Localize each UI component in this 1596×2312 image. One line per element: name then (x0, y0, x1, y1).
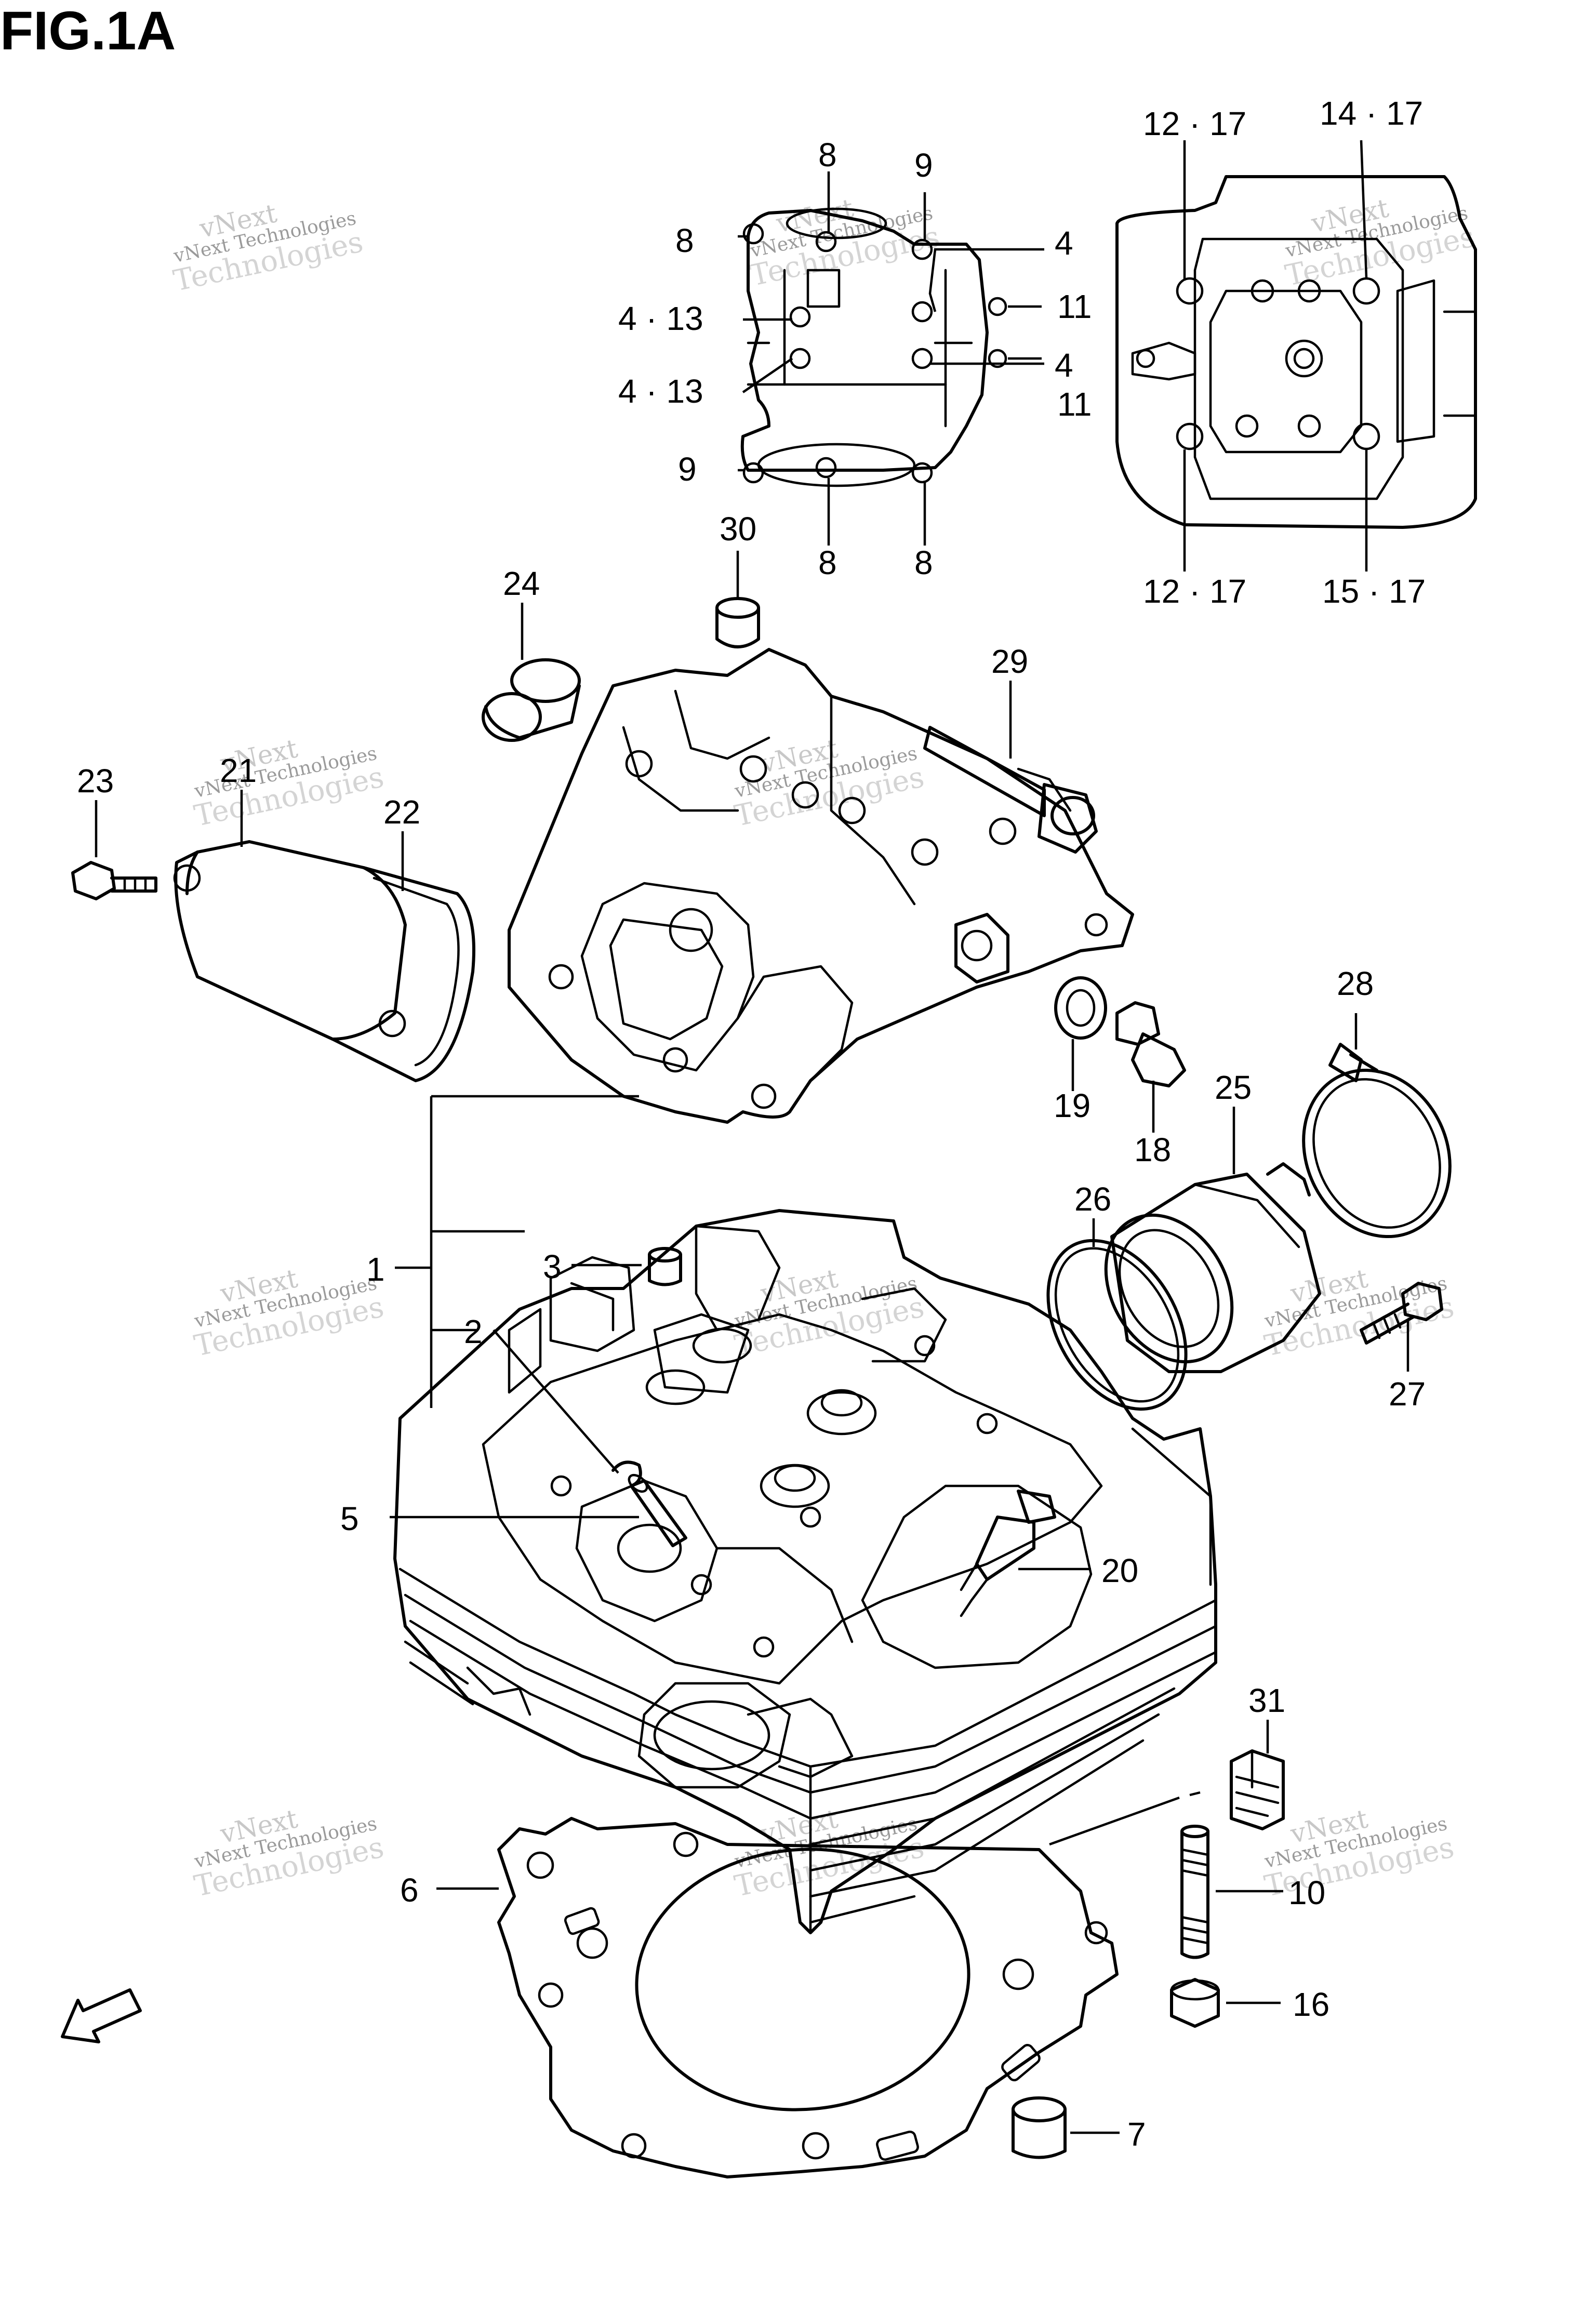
watermark: vNext vNext Technologies Technologies (732, 1263, 927, 1363)
callout-label: 12 · 17 (1143, 573, 1246, 610)
callout-label: 9 (914, 147, 933, 184)
callout-label: 30 (720, 510, 756, 548)
watermark: vNext vNext Technologies Technologies (191, 1803, 387, 1903)
watermark: vNext vNext Technologies Technologies (191, 733, 387, 833)
callout-label: 27 (1389, 1375, 1426, 1413)
part-7-dowel: 7 (1012, 2096, 1146, 2159)
callout-label: 7 (1127, 2116, 1146, 2153)
part-27-bolt: 27 (1360, 1282, 1443, 1413)
callout-label: 25 (1215, 1069, 1252, 1106)
dimension-line (1049, 1791, 1201, 1846)
fwd-arrow-icon: FWD (61, 1988, 142, 2043)
callout-label: 6 (400, 1871, 419, 1909)
callout-label: 11 (1057, 386, 1092, 423)
callout-label: 11 (1057, 288, 1092, 325)
callout-label: 14 · 17 (1320, 95, 1423, 132)
callout-label: 22 (383, 793, 420, 831)
callout-label: 2 (464, 1313, 483, 1350)
callout-label: 10 (1288, 1874, 1325, 1911)
callout-label: 4 (1055, 347, 1073, 384)
figure-title: FIG.1A (0, 1, 176, 61)
part-10-stud: 10 (1180, 1825, 1325, 1959)
callout-label: 26 (1074, 1180, 1111, 1218)
part-20-spark-plug: 20 (960, 1490, 1138, 1617)
callout-label: 3 (543, 1248, 562, 1285)
watermark: vNext vNext Technologies Technologies (1282, 193, 1478, 293)
callout-label: 1 (366, 1251, 385, 1288)
watermark: vNext vNext Technologies Technologies (747, 193, 942, 293)
callout-label: 24 (503, 565, 540, 602)
inset-head-underside-view: 12 · 17 14 · 17 12 · 17 15 · 17 (1115, 95, 1477, 610)
callout-label: 9 (678, 450, 697, 488)
part-21-22-23-cover: 23 21 22 (71, 752, 475, 1082)
callout-label: 4 (1055, 224, 1073, 262)
part-1-cylinder-head: 1 (366, 1095, 1217, 1934)
part-28-clamp: 28 (1302, 965, 1452, 1239)
callout-label: 23 (77, 762, 114, 800)
callout-label: 12 · 17 (1143, 105, 1246, 142)
part-19-washer: 19 (1054, 976, 1107, 1124)
camshaft-housing (508, 648, 1134, 1124)
watermark: vNext vNext Technologies Technologies (732, 733, 927, 833)
part-29-bolt: 29 (923, 643, 1098, 854)
part-18-plug: 18 (1115, 1001, 1186, 1168)
part-16-nut: 16 (1170, 1978, 1329, 2028)
part-31-damper: 31 (1230, 1682, 1285, 1830)
callout-label: 4 · 13 (618, 300, 703, 337)
watermark: vNext vNext Technologies Technologies (191, 1263, 387, 1363)
callout-label: 29 (991, 643, 1028, 680)
part-25-intake-pipe: 25 (1104, 1069, 1321, 1373)
part-3-dowel: 3 (543, 1247, 682, 1286)
callout-label: 18 (1134, 1131, 1171, 1168)
callout-label: 21 (220, 752, 257, 789)
part-2-clip: 2 (464, 1313, 642, 1487)
watermark: vNext vNext Technologies Technologies (170, 198, 366, 298)
callout-label: 19 (1054, 1087, 1090, 1124)
callout-label: 8 (818, 544, 837, 581)
fwd-label: FWD (84, 2000, 129, 2034)
callout-label: 28 (1337, 965, 1374, 1002)
callout-label: 4 · 13 (618, 373, 703, 410)
callout-label: 31 (1248, 1682, 1285, 1719)
callout-label: 15 · 17 (1322, 573, 1426, 610)
part-26-o-ring: 26 (1046, 1180, 1188, 1411)
callout-label: 8 (818, 136, 837, 174)
callout-label: 20 (1101, 1552, 1138, 1589)
inset-bolt-pattern-view: 8 9 8 4 4 · 13 11 4 · 13 4 11 9 8 8 (618, 136, 1092, 581)
callout-label: 8 (914, 544, 933, 581)
part-24-sleeve: 24 (482, 565, 581, 742)
watermark: vNext vNext Technologies Technologies (1261, 1263, 1457, 1363)
callout-label: 5 (340, 1500, 359, 1537)
callout-label: 16 (1293, 1986, 1329, 2023)
callout-label: 8 (675, 222, 694, 259)
part-6-head-gasket: 6 (400, 1817, 1119, 2178)
part-5-valve-guide: 5 (340, 1473, 687, 1547)
part-30-cap: 30 (715, 510, 760, 648)
